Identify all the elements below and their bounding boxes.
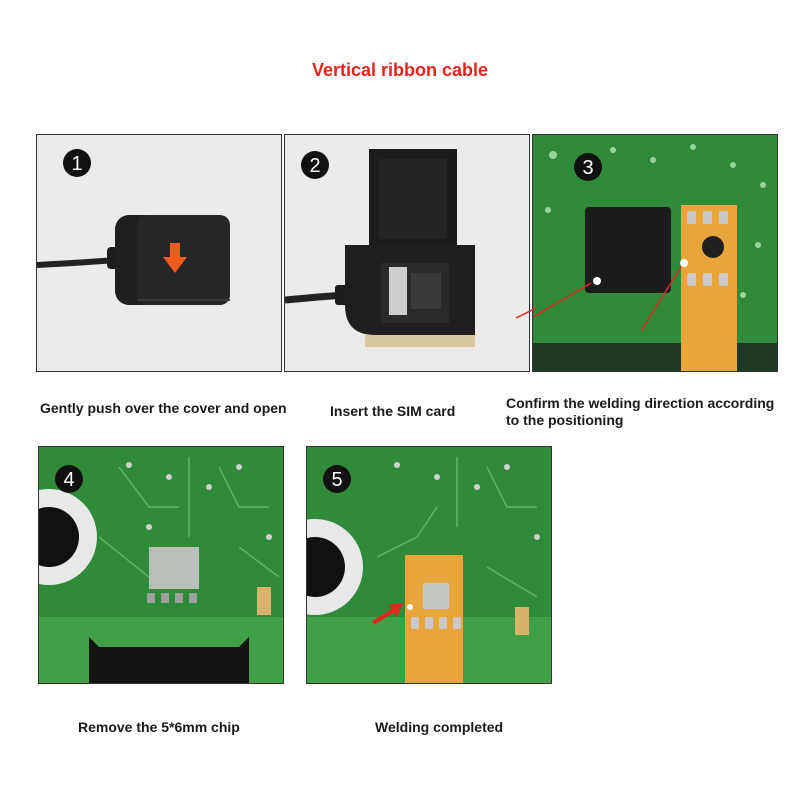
step-2-badge bbox=[301, 151, 329, 179]
step-3-number: 3 bbox=[582, 157, 593, 179]
step-5-caption: Welding completed bbox=[375, 719, 504, 735]
step-2-caption: Insert the SIM card bbox=[330, 403, 456, 419]
step-4-photo: 4 bbox=[38, 446, 284, 684]
step-5-number: 5 bbox=[331, 469, 342, 491]
pointer-arrow-icon bbox=[640, 266, 682, 332]
step-3-photo: 3 bbox=[532, 134, 778, 372]
step-3-badge bbox=[574, 153, 602, 181]
step-5-photo: 5 bbox=[306, 446, 552, 684]
step-2-number: 2 bbox=[309, 155, 320, 177]
down-arrow-icon bbox=[163, 243, 187, 273]
pointer-arrow-icon bbox=[515, 307, 536, 319]
step-4-badge bbox=[55, 465, 83, 493]
step-2-photo: 2 bbox=[284, 134, 530, 372]
step-1-caption: Gently push over the cover and open bbox=[40, 400, 287, 416]
pointer-arrow-icon bbox=[533, 282, 592, 318]
step-1-number: 1 bbox=[71, 153, 82, 175]
step-5-badge bbox=[323, 465, 351, 493]
step-4-number: 4 bbox=[63, 469, 74, 491]
page-title: Vertical ribbon cable bbox=[311, 60, 489, 80]
step-1-photo: 1 bbox=[36, 134, 282, 372]
step-4-caption: Remove the 5*6mm chip bbox=[78, 719, 240, 735]
pointer-arrow-icon bbox=[371, 603, 403, 625]
step-3-caption: Confirm the welding direction according … bbox=[506, 395, 775, 428]
step-1-badge bbox=[63, 149, 91, 177]
